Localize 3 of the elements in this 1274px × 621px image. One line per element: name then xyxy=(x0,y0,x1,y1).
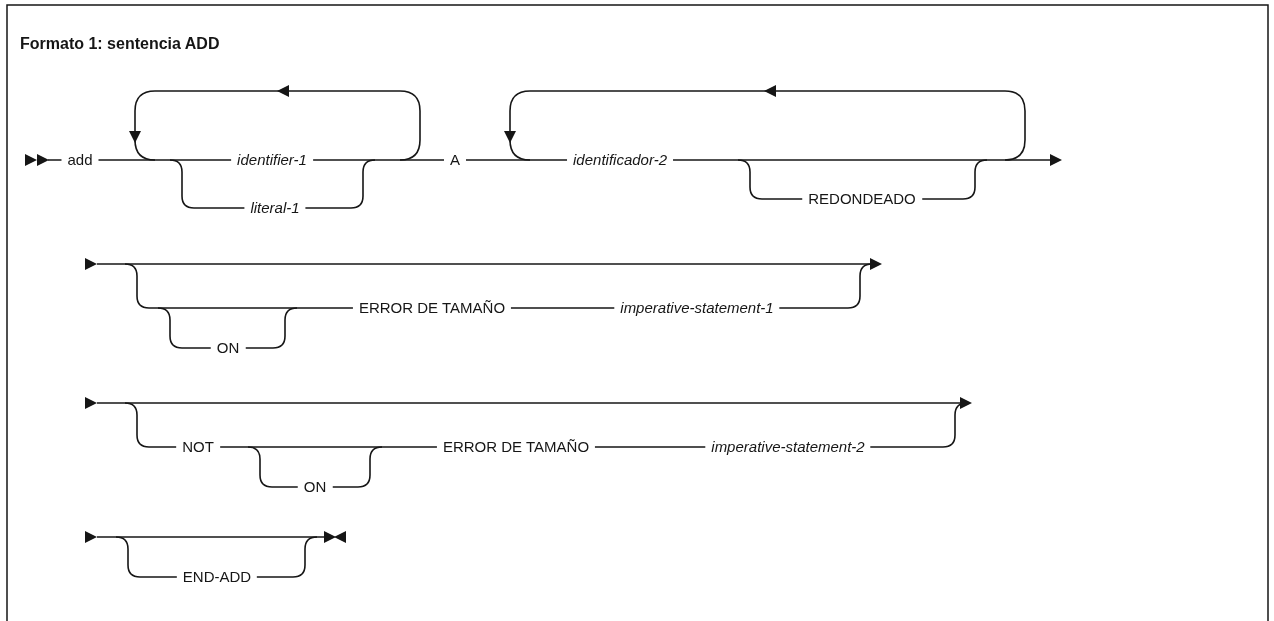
diagram-title: Formato 1: sentencia ADD xyxy=(20,35,220,53)
syntax-variable: imperative-statement-1 xyxy=(614,299,780,317)
syntax-variable: imperative-statement-2 xyxy=(705,438,871,456)
